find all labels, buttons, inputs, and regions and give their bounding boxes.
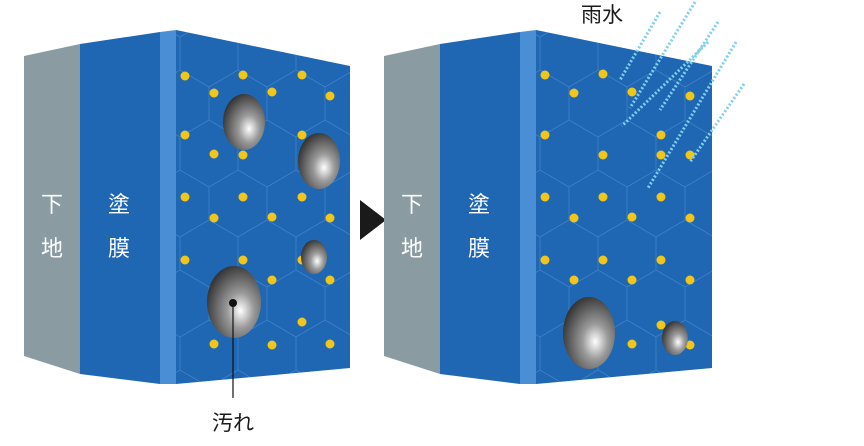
panel-after: 下 地 塗 膜 雨水 xyxy=(384,2,744,384)
substrate-label-2: 地 xyxy=(401,237,423,262)
substrate-label-2: 地 xyxy=(41,237,63,262)
substrate-label-1: 下 xyxy=(41,193,63,218)
surface-lattice xyxy=(176,30,350,384)
coating-edge xyxy=(520,30,536,384)
dirt-particle xyxy=(301,240,327,274)
panel-before: 下 地 塗 膜 汚れ xyxy=(24,30,350,435)
dirt-particle xyxy=(563,297,615,369)
rainwater-label: 雨水 xyxy=(581,3,623,27)
substrate-label-1: 下 xyxy=(401,193,423,218)
coating-edge xyxy=(160,30,176,384)
coating-label-2: 膜 xyxy=(108,237,130,262)
coating-label-2: 膜 xyxy=(468,237,490,262)
arrow-icon xyxy=(360,200,386,240)
coating-label-1: 塗 xyxy=(108,193,130,218)
coating-label-1: 塗 xyxy=(468,193,490,218)
dirt-particle xyxy=(662,321,688,355)
dirt-particle xyxy=(298,133,340,189)
dirt-label: 汚れ xyxy=(212,411,254,435)
dirt-particle xyxy=(223,94,265,150)
